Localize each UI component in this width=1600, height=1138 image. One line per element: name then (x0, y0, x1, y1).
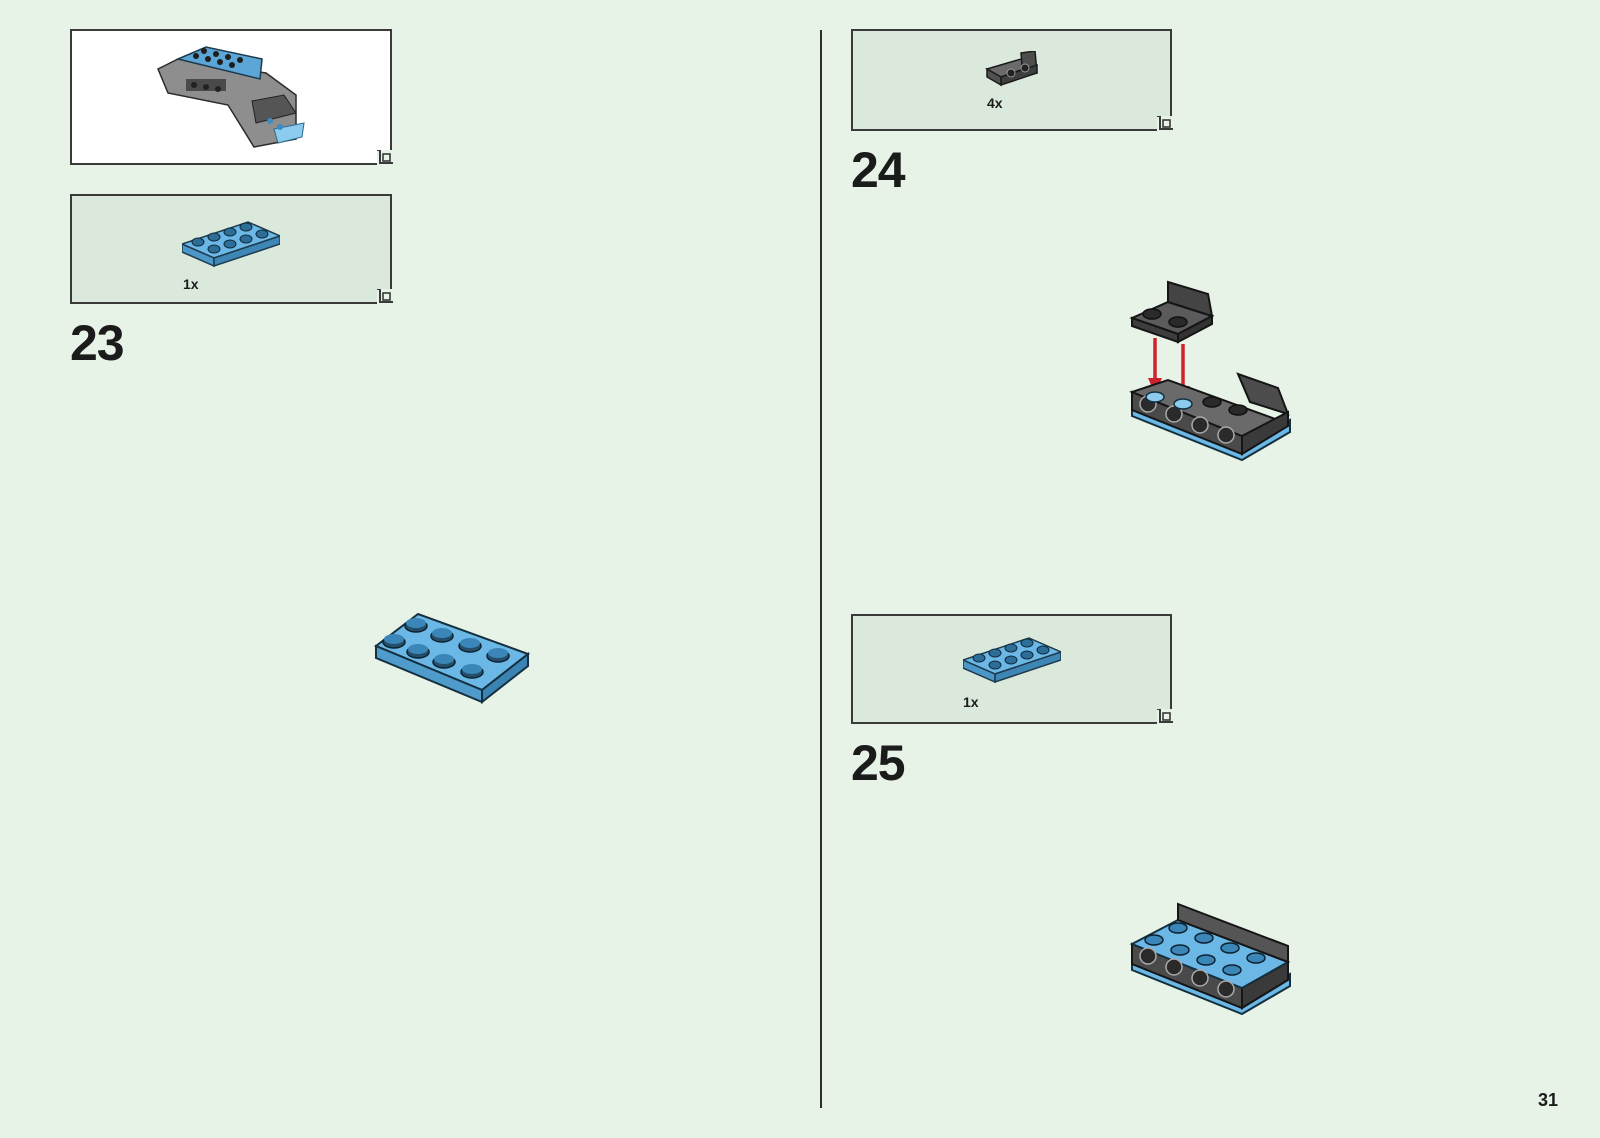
part-quantity: 4x (987, 95, 1003, 111)
step-number: 25 (851, 738, 905, 788)
parts-panel-step-23: 1x (70, 194, 392, 304)
corner-notch-icon (1157, 116, 1173, 132)
part-quantity: 1x (963, 694, 979, 710)
bracket-attach-illustration (1128, 280, 1292, 476)
part-quantity: 1x (183, 276, 199, 292)
blue-plate-part-icon (182, 214, 280, 272)
page-number: 31 (1538, 1090, 1558, 1111)
step-number: 23 (70, 318, 124, 368)
stacked-assembly-illustration (1128, 900, 1292, 1024)
corner-notch-icon (377, 289, 393, 305)
parts-panel-step-25: 1x (851, 614, 1172, 724)
step-number: 24 (851, 145, 905, 195)
subassembly-model-icon (156, 43, 306, 149)
column-divider (820, 30, 822, 1108)
blue-plate-part-icon (963, 630, 1061, 688)
result-panel (70, 29, 392, 165)
blue-plate-illustration (374, 612, 530, 704)
parts-panel-step-24: 4x (851, 29, 1172, 131)
corner-notch-icon (377, 150, 393, 166)
dark-grey-bracket-part-icon (985, 51, 1041, 91)
corner-notch-icon (1157, 709, 1173, 725)
